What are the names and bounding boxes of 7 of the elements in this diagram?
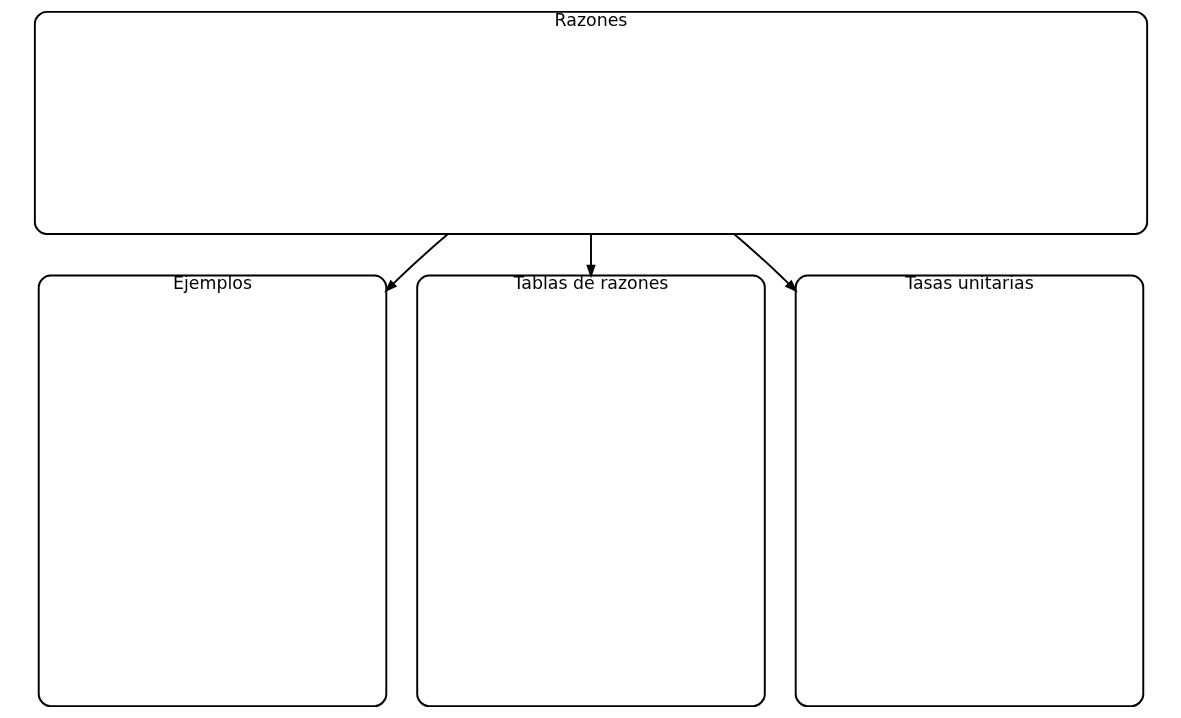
arrow <box>585 233 596 279</box>
node-box: Ejemplos <box>37 274 387 708</box>
arrow <box>383 233 449 293</box>
arrow <box>732 233 798 293</box>
node-box: Tablas de razones <box>415 274 766 708</box>
node-box: Razones <box>33 10 1148 235</box>
node-box: Tasas unitarias <box>794 274 1144 708</box>
